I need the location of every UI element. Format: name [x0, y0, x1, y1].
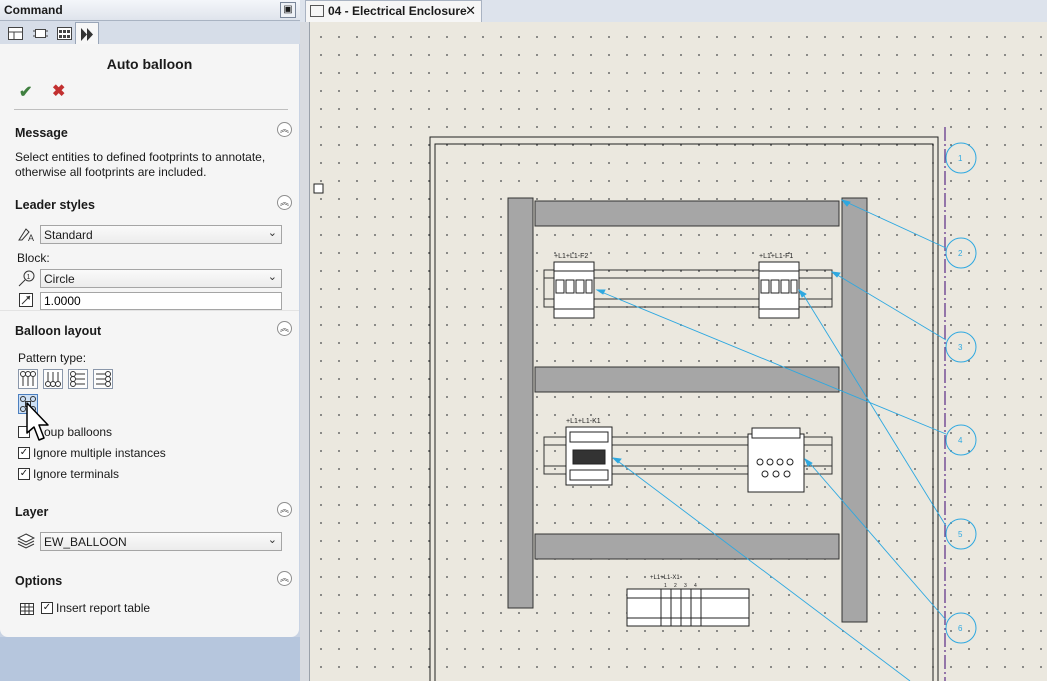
pin-icon[interactable]: ▣ [280, 2, 296, 18]
command-panel: Auto balloon ✔ ✖ Message ︽ Select entiti… [0, 44, 299, 637]
cable-duct-middle [534, 366, 840, 393]
svg-text:1: 1 [27, 274, 31, 281]
cable-duct-top [534, 200, 840, 227]
ignore-terminals-label: Ignore terminals [33, 467, 120, 481]
options-header: Options [15, 574, 63, 588]
pattern-top-icon[interactable] [18, 369, 38, 389]
ok-button[interactable]: ✔ [19, 84, 33, 101]
collapse-message-icon[interactable]: ︽ [277, 122, 292, 137]
pattern-left-icon[interactable] [68, 369, 88, 389]
collapse-options-icon[interactable]: ︽ [277, 571, 292, 586]
block-value: Circle [44, 272, 75, 286]
pattern-right-icon[interactable] [93, 369, 113, 389]
layers-stack-icon [17, 532, 35, 550]
f2-label: +L1+L1-F2 [554, 253, 588, 260]
terminal-block-x1 [626, 588, 750, 627]
feature-tree-icon[interactable] [3, 22, 27, 45]
insert-report-checkbox[interactable]: ✓ [41, 602, 53, 614]
message-header: Message [15, 126, 68, 140]
terminal-number: 3 [684, 583, 687, 589]
command-titlebar: Command ▣ [0, 0, 300, 21]
close-icon[interactable]: ✕ [465, 3, 476, 18]
scale-icon [17, 291, 35, 309]
enclosure-outer [429, 136, 939, 681]
layer-value: EW_BALLOON [44, 535, 127, 549]
table-icon [18, 600, 36, 618]
breaker-f2 [553, 261, 595, 319]
drawing-canvas[interactable]: +L1+L1-F2 +L1+L1-F1 +L1+L1-K1 +L1+L1-X1 … [310, 22, 1047, 681]
command-icon[interactable] [75, 22, 99, 45]
cancel-button[interactable]: ✖ [52, 83, 66, 100]
k1-label: +L1+L1-K1 [566, 418, 601, 425]
mouse-cursor-icon [26, 402, 49, 441]
leader-styles-header: Leader styles [15, 198, 95, 212]
balloon-5[interactable]: 5 [945, 518, 977, 550]
divider [14, 109, 288, 110]
balloon-6[interactable]: 6 [945, 612, 977, 644]
breaker-f1 [758, 261, 800, 319]
command-panel-footer [0, 637, 300, 681]
scale-input[interactable] [40, 292, 282, 310]
cable-duct-bottom [534, 533, 840, 560]
balloon-1[interactable]: 1 [945, 142, 977, 174]
svg-text:A: A [28, 233, 34, 242]
balloon-4[interactable]: 4 [945, 424, 977, 456]
f1-label: +L1+L1-F1 [759, 253, 793, 260]
balloon-3[interactable]: 3 [945, 331, 977, 363]
layer-select[interactable]: EW_BALLOON ⌄ [40, 532, 282, 551]
right-upright [841, 197, 868, 623]
drawing-icon [310, 5, 324, 17]
leader-style-value: Standard [44, 228, 93, 242]
collapse-leader-styles-icon[interactable]: ︽ [277, 195, 292, 210]
block-label: Block: [17, 251, 50, 265]
leader-style-select[interactable]: Standard ⌄ [40, 225, 282, 244]
drawing-svg: +L1+L1-F2 +L1+L1-F1 +L1+L1-K1 +L1+L1-X1 … [313, 127, 977, 681]
terminal-number: 4 [694, 583, 697, 589]
ignore-multiple-label: Ignore multiple instances [33, 446, 166, 460]
block-select[interactable]: Circle ⌄ [40, 269, 282, 288]
balloon-2[interactable]: 2 [945, 237, 977, 269]
layer-header: Layer [15, 505, 49, 519]
contactor-k1 [565, 426, 613, 486]
leader-style-icon: A [17, 225, 35, 243]
group-balloons-label: oup balloons [44, 425, 113, 439]
chevron-down-icon: ⌄ [267, 534, 277, 546]
balloon-number: 6 [958, 624, 963, 633]
balloon-number: 4 [958, 436, 963, 445]
document-ruler [300, 22, 310, 681]
enclosure-inner [434, 143, 934, 681]
selection-square [313, 183, 324, 194]
pattern-type-label: Pattern type: [18, 351, 87, 365]
block-icon: 1 [17, 269, 35, 287]
layers-icon[interactable] [52, 22, 76, 45]
leader-lines [595, 199, 947, 681]
collapse-layer-icon[interactable]: ︽ [277, 502, 292, 517]
terminal-number: 2 [674, 583, 677, 589]
pattern-bottom-icon[interactable] [43, 369, 63, 389]
chevron-down-icon: ⌄ [267, 271, 277, 283]
balloon-number: 5 [958, 530, 963, 539]
insert-report-label: Insert report table [56, 601, 151, 615]
left-upright [507, 197, 534, 609]
command-tabs [0, 21, 300, 45]
balloon-number: 3 [958, 343, 963, 352]
collapse-balloon-layout-icon[interactable]: ︽ [277, 321, 292, 336]
x1-label: +L1+L1-X1 [650, 575, 680, 581]
message-text: Select entities to defined footprints to… [15, 150, 266, 179]
document-tab-label: 04 - Electrical Enclosure [328, 4, 467, 18]
document-tab[interactable]: 04 - Electrical Enclosure ✕ [305, 0, 482, 22]
ignore-terminals-checkbox[interactable]: ✓ [18, 468, 30, 480]
terminal-number: 1 [664, 583, 667, 589]
panel-title: Auto balloon [106, 56, 193, 72]
command-title: Command [4, 3, 63, 17]
properties-icon[interactable] [28, 22, 52, 45]
divider [0, 310, 299, 311]
ignore-multiple-checkbox[interactable]: ✓ [18, 447, 30, 459]
overload-relay [747, 427, 805, 493]
balloon-layout-header: Balloon layout [15, 324, 102, 338]
chevron-down-icon: ⌄ [267, 227, 277, 239]
balloon-number: 1 [958, 154, 963, 163]
balloon-number: 2 [958, 249, 963, 258]
